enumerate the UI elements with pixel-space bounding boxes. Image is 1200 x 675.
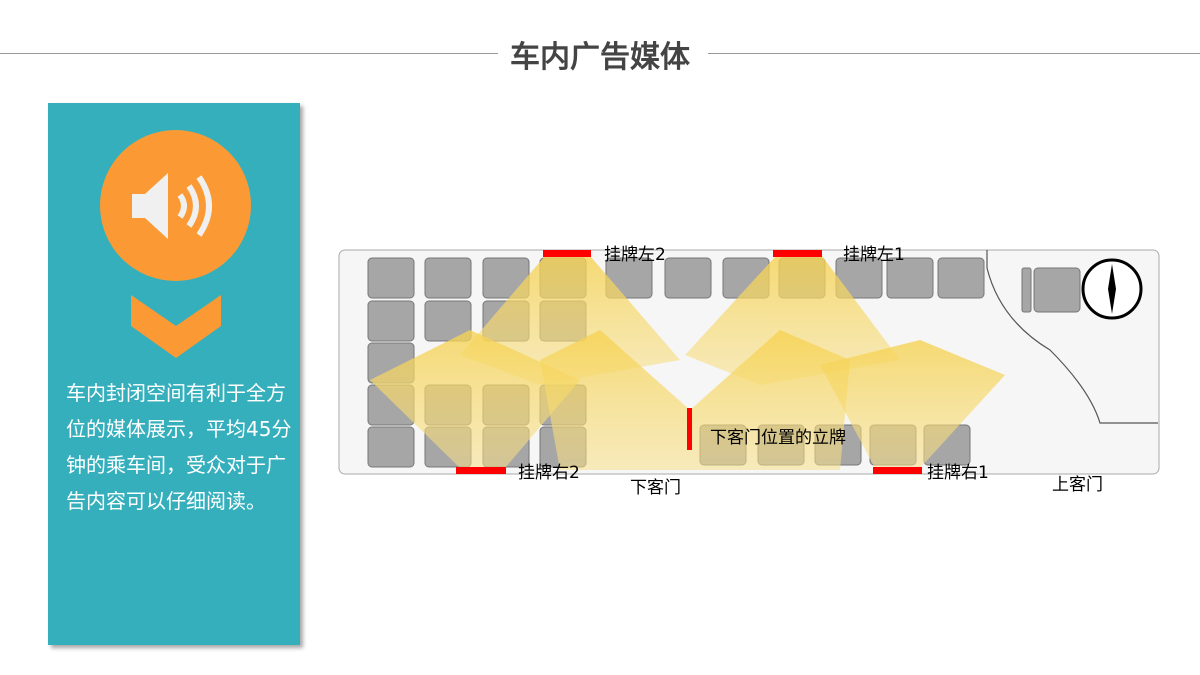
ad-left-1	[773, 250, 822, 257]
ad-right-2	[456, 467, 506, 474]
seat	[886, 257, 934, 299]
ad-right-1	[873, 467, 922, 474]
label-left-2: 挂牌左2	[604, 245, 666, 265]
driver-seat	[1033, 267, 1081, 313]
steering-wheel-icon	[1081, 258, 1143, 320]
seat	[424, 257, 472, 299]
info-panel: 车内封闭空间有利于全方位的媒体展示，平均45分钟的乘车间，受众对于广告内容可以仔…	[48, 103, 300, 645]
seat	[367, 426, 415, 468]
seat	[367, 257, 415, 299]
ad-coverage-beams	[370, 256, 1005, 470]
speaker-icon	[132, 173, 212, 239]
label-right-2: 挂牌右2	[518, 463, 580, 483]
page-title: 车内广告媒体	[0, 32, 1200, 76]
label-exit-door: 下客门	[630, 478, 681, 498]
ad-door-sign	[687, 408, 692, 450]
driver-partition	[986, 250, 1158, 424]
label-left-1: 挂牌左1	[843, 245, 905, 265]
label-right-1: 挂牌右1	[927, 463, 989, 483]
seat	[937, 257, 985, 299]
seat	[367, 300, 415, 342]
label-door-sign: 下客门位置的立牌	[710, 428, 846, 448]
seat	[664, 257, 712, 299]
label-entry-door: 上客门	[1052, 475, 1103, 495]
title-rule-left	[0, 53, 498, 54]
chevron-down-icon	[131, 295, 221, 358]
title-rule-right	[708, 53, 1200, 54]
speaker-circle	[100, 130, 251, 281]
panel-description: 车内封闭空间有利于全方位的媒体展示，平均45分钟的乘车间，受众对于广告内容可以仔…	[66, 381, 292, 513]
driver-console	[1021, 267, 1032, 313]
ad-left-2	[543, 250, 591, 257]
page-title-text: 车内广告媒体	[506, 40, 694, 75]
